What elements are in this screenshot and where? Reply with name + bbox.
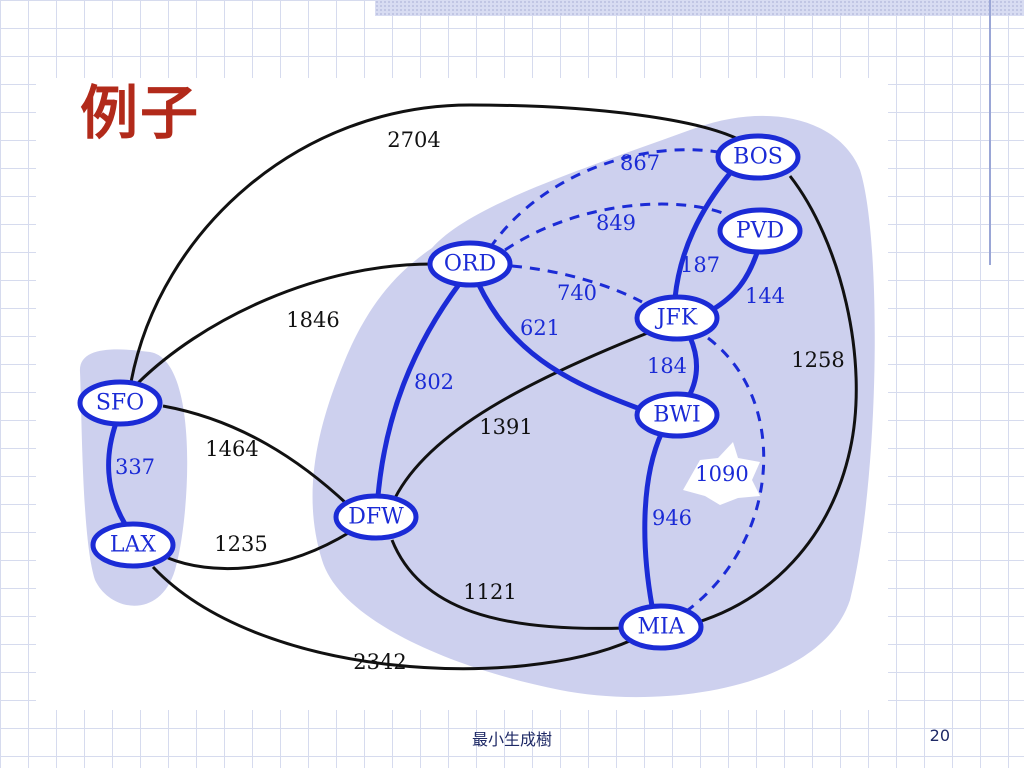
node-bos-label: BOS <box>733 145 783 170</box>
footer-title: 最小生成樹 <box>471 730 552 749</box>
edge-ord-jfk <box>511 264 643 304</box>
node-bwi: BWI <box>634 391 720 439</box>
edge-jfk-dfw <box>393 330 651 499</box>
page-number: 20 <box>929 726 950 745</box>
edge-ord-bwi <box>475 281 644 413</box>
node-mia: MIA <box>618 603 704 651</box>
node-mia-label: MIA <box>637 615 685 640</box>
edge-lax-mia <box>151 565 633 671</box>
weight-sfo-lax: 337 <box>115 455 155 479</box>
weight-ord-bwi: 621 <box>520 316 560 340</box>
edge-dfw-mia <box>390 539 626 630</box>
edge-ord-dfw <box>375 281 463 497</box>
edge-jfk-mia <box>687 336 766 612</box>
weight-sfo-bos: 2704 <box>387 128 440 152</box>
weight-ord-pvd: 849 <box>596 211 636 235</box>
node-jfk: JFK <box>634 294 720 342</box>
edge-sfo-lax <box>106 422 128 526</box>
weight-bos-mia: 1258 <box>791 348 844 372</box>
edge-bwi-mia <box>642 430 665 607</box>
slide-title: 例子 <box>80 79 201 147</box>
node-pvd: PVD <box>717 207 803 255</box>
node-lax: LAX <box>90 521 176 569</box>
graph-svg: BOS PVD ORD JFK SFO BWI DFW LAX <box>77 103 875 698</box>
node-sfo-label: SFO <box>96 391 144 416</box>
weight-jfk-bwi: 184 <box>647 354 687 378</box>
edge-ord-bos <box>488 148 719 249</box>
weight-ord-bos: 867 <box>620 151 660 175</box>
node-jfk-label: JFK <box>655 306 698 331</box>
highlight-burst-icon <box>683 442 760 505</box>
weight-jfk-mia: 1090 <box>695 462 748 486</box>
right-decorative-rule <box>989 0 991 265</box>
weight-ord-jfk: 740 <box>557 281 597 305</box>
edge-jfk-pvd <box>710 249 761 313</box>
node-dfw-label: DFW <box>348 505 404 530</box>
edge-sfo-ord <box>133 262 439 388</box>
node-ord-label: ORD <box>444 252 496 277</box>
weight-jfk-dfw: 1391 <box>479 415 532 439</box>
node-sfo: SFO <box>77 379 163 427</box>
node-ord: ORD <box>427 240 513 288</box>
weight-bwi-mia: 946 <box>652 506 692 530</box>
weight-lax-mia: 2342 <box>353 650 406 674</box>
edge-ord-pvd <box>504 202 729 252</box>
edge-lax-dfw <box>167 530 351 571</box>
top-decorative-bar <box>375 0 1024 16</box>
graph-diagram: BOS PVD ORD JFK SFO BWI DFW LAX <box>36 78 888 710</box>
weight-lax-dfw: 1235 <box>214 532 267 556</box>
edge-jfk-bos <box>672 170 733 299</box>
node-pvd-label: PVD <box>736 219 784 244</box>
edge-sfo-bos <box>129 103 741 383</box>
edge-bos-mia <box>694 175 858 625</box>
weight-sfo-dfw: 1464 <box>205 437 258 461</box>
node-bwi-label: BWI <box>653 403 700 428</box>
node-dfw: DFW <box>333 493 419 541</box>
weight-dfw-mia: 1121 <box>463 580 516 604</box>
node-lax-label: LAX <box>110 533 156 558</box>
weight-jfk-pvd: 144 <box>745 284 785 308</box>
weight-ord-dfw: 802 <box>414 370 454 394</box>
node-bos: BOS <box>715 133 801 181</box>
edge-sfo-dfw <box>162 404 350 507</box>
weight-jfk-bos: 187 <box>680 253 720 277</box>
weight-sfo-ord: 1846 <box>286 308 339 332</box>
